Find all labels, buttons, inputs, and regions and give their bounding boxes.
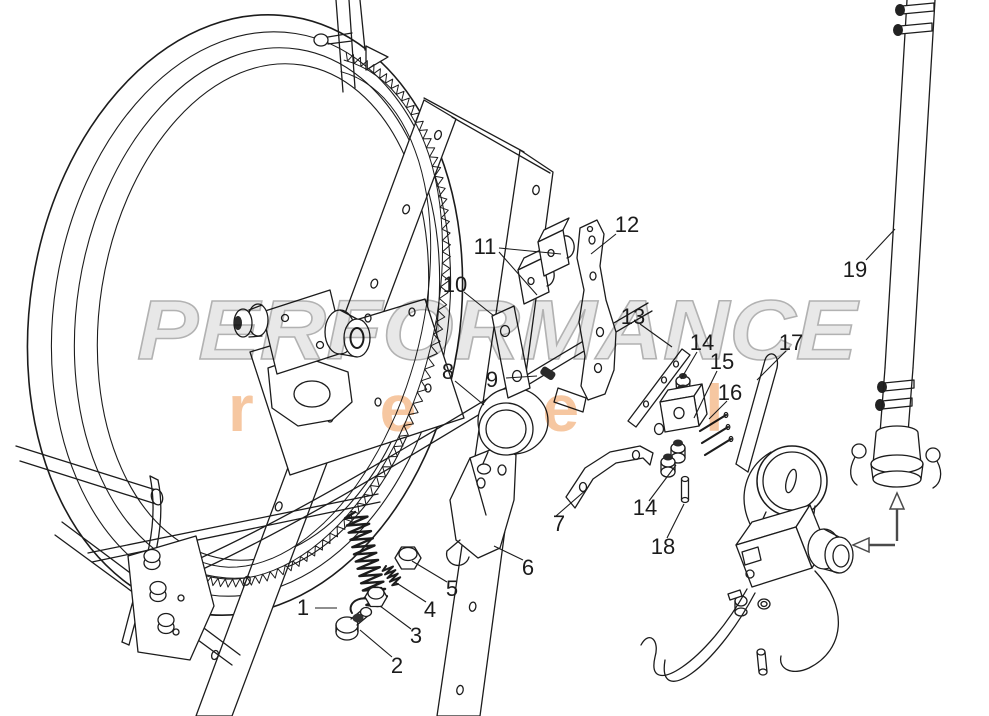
callout-16: 16 [717,380,743,405]
callout-14-upper: 14 [689,330,715,355]
callout-1: 1 [296,595,310,620]
callout-11: 11 [473,234,497,259]
watermark-reel-text: reel [228,371,849,445]
leader-lines [315,228,896,658]
watermark-performance-text: PERFORMANCE [137,283,860,377]
callout-4: 4 [423,597,437,622]
callout-15: 15 [709,349,735,374]
callout-2: 2 [390,653,404,678]
line-art [15,0,942,716]
callout-5: 5 [445,576,459,601]
callout-7: 7 [552,511,566,536]
callout-10: 10 [442,272,468,297]
callout-14-lower: 14 [632,495,658,520]
callout-6: 6 [521,555,535,580]
callout-19: 19 [842,257,868,282]
callout-8: 8 [441,359,455,384]
callout-9: 9 [485,367,499,392]
watermark: PERFORMANCE reel [136,282,861,445]
callout-3: 3 [409,623,423,648]
callout-17: 17 [778,330,804,355]
callout-13: 13 [620,304,646,329]
connection-arrow-icon [851,491,906,554]
callout-18: 18 [650,534,676,559]
callout-12: 12 [614,212,640,237]
